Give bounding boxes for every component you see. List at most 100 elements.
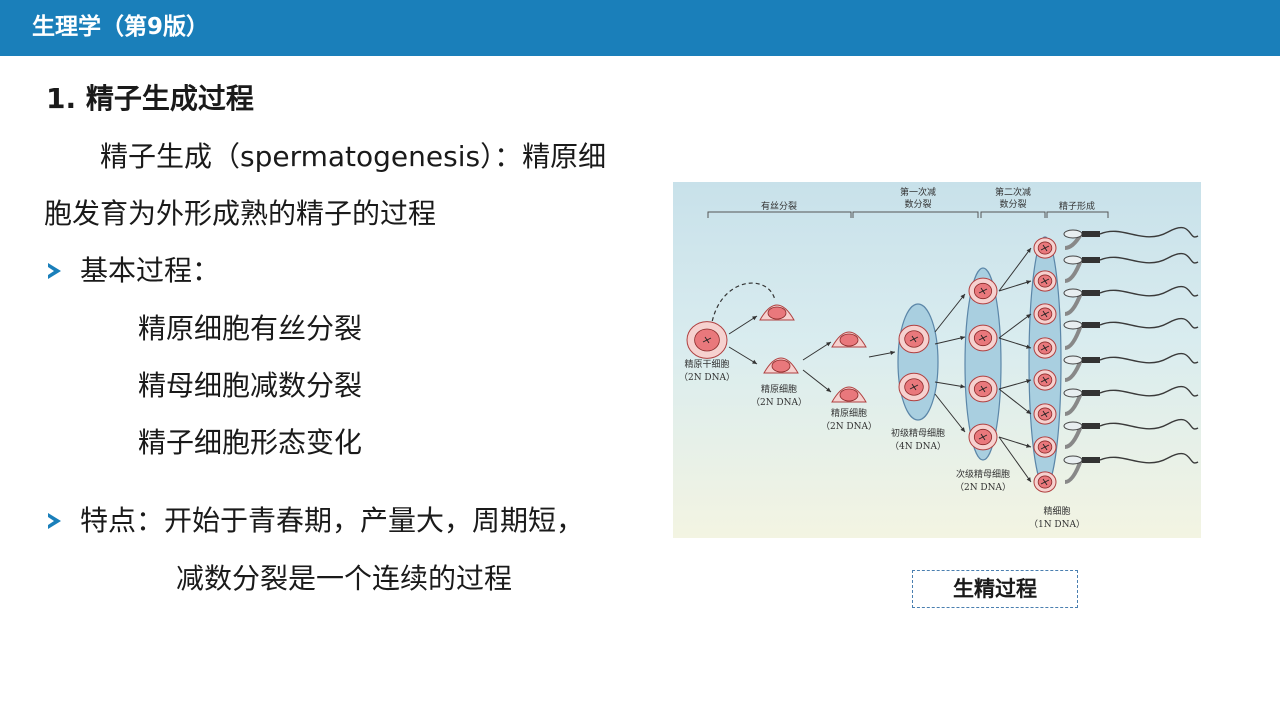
arrow-head <box>960 294 965 299</box>
definition-line-2: 胞发育为外形成熟的精子的过程 <box>44 197 437 230</box>
arrow-line <box>728 346 758 365</box>
secondary-spermatocyte-name: 次级精母细胞 <box>956 468 1010 480</box>
stage-meiosis2-label-a: 第二次减 <box>995 186 1031 198</box>
sperm-head <box>1063 388 1083 398</box>
sperm-tail <box>1099 385 1199 397</box>
arrow-line <box>728 315 758 335</box>
sperm-tail-group <box>1063 226 1199 484</box>
arrow-head <box>1026 477 1031 482</box>
sperm-tail <box>1099 285 1199 297</box>
primary-spermatocyte-name: 初级精母细胞 <box>891 427 945 439</box>
arrow-head <box>826 387 831 392</box>
spermatogonium-name: 精原细胞 <box>761 383 797 395</box>
arrow-line <box>998 247 1032 292</box>
basic-step-3: 精子细胞形态变化 <box>138 426 363 459</box>
arrow-line <box>998 313 1032 339</box>
arrow-head <box>1026 443 1031 448</box>
sperm-head <box>1063 355 1083 365</box>
spermatogonium2-name: 精原细胞 <box>831 407 867 419</box>
sperm-neck <box>1064 324 1083 350</box>
chromosome-mark <box>1040 478 1050 486</box>
spermatogonium-dna: （2N DNA） <box>751 397 807 408</box>
chromosome-mark <box>909 383 919 391</box>
arrow-line <box>934 336 966 345</box>
arrow-line <box>998 379 1032 390</box>
arrow-head <box>1026 314 1031 319</box>
dome-cell-nucleus <box>839 333 859 347</box>
sertoli-envelope <box>964 267 1002 461</box>
spermatid-name: 精细胞 <box>1043 505 1070 517</box>
stage-meiosis2-label-b: 数分裂 <box>999 198 1026 210</box>
sperm-head <box>1063 320 1083 330</box>
sperm-midpiece <box>1082 390 1100 396</box>
sperm-head <box>1063 229 1083 239</box>
arrow-head <box>1026 248 1031 253</box>
spermatogonium2-dna: （2N DNA） <box>821 421 877 432</box>
arrow-line <box>998 337 1032 349</box>
arrow-head <box>1026 409 1031 414</box>
chromosome-mark <box>978 433 988 441</box>
dome-cell-nucleus <box>767 306 787 320</box>
arrow-head <box>890 350 895 355</box>
chromosome-mark <box>1040 443 1050 451</box>
arrow-line <box>934 381 966 388</box>
chromosome-mark <box>1040 244 1050 252</box>
sperm-tail <box>1099 317 1199 329</box>
arrow-head <box>960 427 965 432</box>
sperm-neck <box>1064 392 1083 416</box>
sperm-midpiece <box>1082 457 1100 463</box>
chromosome-mark <box>1040 376 1050 384</box>
arrow-head <box>960 384 965 389</box>
sperm-midpiece <box>1082 290 1100 296</box>
stage-mitosis-label: 有丝分裂 <box>761 200 797 212</box>
chromosome-mark <box>909 335 919 343</box>
stem-cell-dna: （2N DNA） <box>679 372 735 383</box>
sperm-tail <box>1099 452 1199 464</box>
sperm-neck <box>1064 259 1083 283</box>
sperm-tail <box>1099 352 1199 364</box>
bullet-arrow-icon <box>48 263 61 279</box>
arrow-line <box>998 436 1032 448</box>
arrow-line <box>998 436 1032 483</box>
chromosome-mark <box>978 334 988 342</box>
chromosome-mark <box>978 287 988 295</box>
stage-meiosis1-label-b: 数分裂 <box>904 198 931 210</box>
arrow-group <box>728 247 1032 483</box>
sperm-midpiece <box>1082 322 1100 328</box>
arrow-head <box>1026 344 1031 349</box>
arrow-line <box>802 369 832 393</box>
dome-cell-nucleus <box>771 359 791 373</box>
self-renewal-arrow <box>710 282 776 329</box>
sperm-neck <box>1064 425 1083 449</box>
arrow-head <box>752 316 757 321</box>
arrow-line <box>934 393 966 433</box>
sperm-neck <box>1064 459 1083 484</box>
bullet-arrow-icon <box>48 513 61 529</box>
sperm-head <box>1063 421 1083 431</box>
secondary-spermatocyte-dna: （2N DNA） <box>955 482 1011 493</box>
cell-group <box>686 236 1062 493</box>
sertoli-envelope <box>897 303 939 421</box>
chromosome-mark <box>1040 310 1050 318</box>
sperm-tail <box>1099 226 1199 238</box>
sperm-neck <box>1064 292 1083 316</box>
spermatid-dna: （1N DNA） <box>1029 519 1085 530</box>
sperm-midpiece <box>1082 423 1100 429</box>
sperm-head <box>1063 455 1083 465</box>
spermatogenesis-diagram: 有丝分裂 第一次减 数分裂 第二次减 数分裂 精子形成 精原干细胞 （2N DN… <box>673 182 1201 538</box>
stem-cell-name: 精原干细胞 <box>684 358 729 370</box>
arrow-head <box>752 359 757 364</box>
basic-step-1: 精原细胞有丝分裂 <box>138 312 363 345</box>
sperm-tail <box>1099 418 1199 430</box>
section-heading: 1. 精子生成过程 <box>46 82 254 115</box>
chromosome-mark <box>978 385 988 393</box>
header-bar: 生理学（第9版） <box>0 0 1280 56</box>
arrow-line <box>934 293 966 333</box>
sperm-midpiece <box>1082 357 1100 363</box>
chromosome-mark <box>1040 277 1050 285</box>
dome-cell-nucleus <box>839 388 859 402</box>
sperm-midpiece <box>1082 257 1100 263</box>
arrow-head <box>1026 280 1031 285</box>
sperm-head <box>1063 255 1083 265</box>
stage-meiosis1-label-a: 第一次减 <box>900 186 936 198</box>
